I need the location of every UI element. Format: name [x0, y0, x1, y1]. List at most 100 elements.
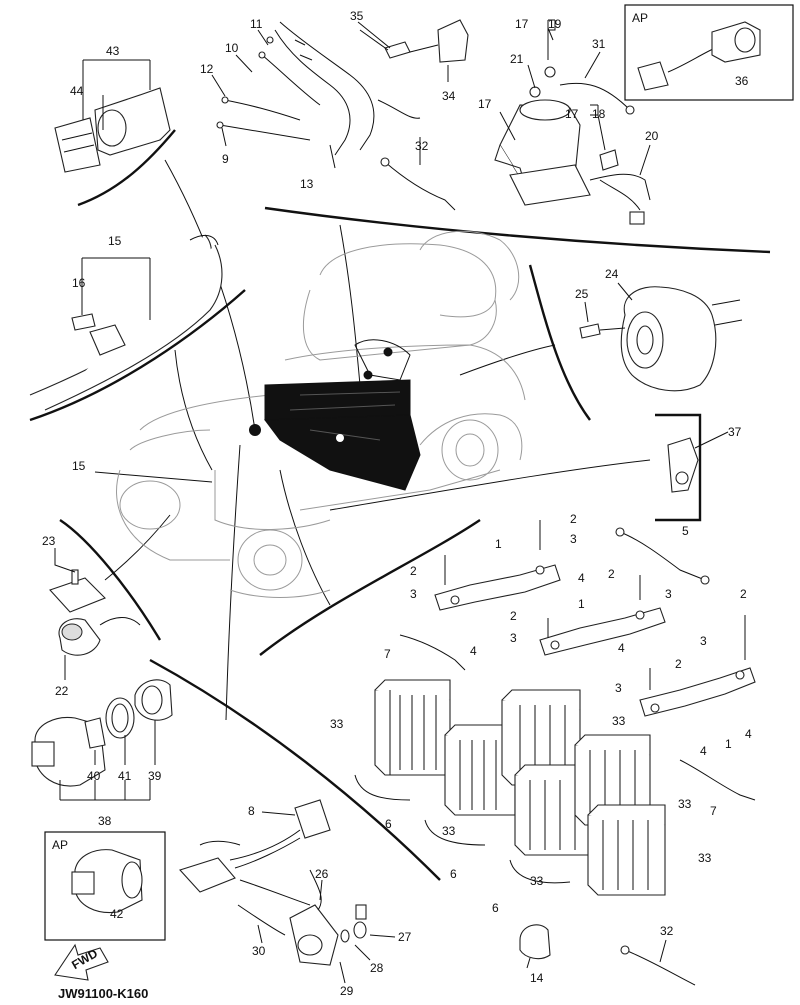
callout-41: 41: [118, 769, 132, 783]
callout-3f: 3: [615, 681, 622, 695]
callout-3c: 3: [665, 587, 672, 601]
cable-32-top: [380, 157, 456, 211]
part-38-41-switch: [31, 679, 173, 787]
callout-3d: 3: [510, 631, 517, 645]
callout-1b: 1: [578, 597, 585, 611]
callout-33c: 33: [678, 797, 692, 811]
callout-4c: 4: [618, 641, 625, 655]
callout-2e: 2: [510, 609, 517, 623]
cable-32-bottom: [620, 945, 696, 986]
callout-13: 13: [300, 177, 314, 191]
label-leaders: [54, 19, 729, 984]
callout-32-bottom: 32: [660, 924, 674, 938]
callout-38: 38: [98, 814, 112, 828]
callout-1c: 1: [725, 737, 732, 751]
callout-23: 23: [42, 534, 56, 548]
part-22-23: [49, 569, 141, 656]
callout-4d: 4: [745, 727, 752, 741]
callout-16: 16: [72, 276, 86, 290]
callout-14: 14: [530, 971, 544, 985]
callout-12: 12: [200, 62, 214, 76]
battery-brackets: [434, 520, 756, 717]
ap-box-bottom: [44, 831, 166, 941]
callout-42: 42: [110, 907, 124, 921]
part-14-clamp: [519, 924, 551, 960]
part-24-motor: [579, 286, 743, 392]
callout-21: 21: [510, 52, 524, 66]
callout-18: 18: [592, 107, 606, 121]
golf-cart-outline: [116, 230, 526, 598]
callout-7b: 7: [710, 804, 717, 818]
callout-43: 43: [106, 44, 120, 58]
callout-9: 9: [222, 152, 229, 166]
part-34-35: [359, 19, 469, 63]
callout-27: 27: [398, 930, 412, 944]
battery-1: [374, 679, 451, 776]
callout-3a: 3: [570, 532, 577, 546]
callout-17b: 17: [478, 97, 492, 111]
callout-labels: 43 44 11 10 12 9 13 35 34 32 17 19 31 21…: [42, 9, 752, 998]
callout-39: 39: [148, 769, 162, 783]
callout-4b: 4: [470, 644, 477, 658]
callout-44: 44: [70, 84, 84, 98]
battery-2: [444, 724, 516, 816]
callout-15b: 15: [72, 459, 86, 473]
ap-label-top: AP: [632, 11, 648, 25]
fwd-arrow-icon: FWD: [54, 943, 109, 981]
drawing-code: JW91100-K160: [58, 986, 148, 1001]
callout-26: 26: [315, 867, 329, 881]
callout-28: 28: [370, 961, 384, 975]
callout-34: 34: [442, 89, 456, 103]
callout-33a: 33: [330, 717, 344, 731]
part-17-solenoid: [494, 66, 651, 225]
callout-8: 8: [248, 804, 255, 818]
callout-22: 22: [55, 684, 69, 698]
callout-37: 37: [728, 425, 742, 439]
part-8-harness: [179, 799, 331, 893]
battery-6: [587, 804, 666, 896]
part-43-44-connector: [54, 87, 171, 173]
callout-40: 40: [87, 769, 101, 783]
callout-5: 5: [682, 524, 689, 538]
ap-label-bottom: AP: [52, 838, 68, 852]
callout-31: 31: [592, 37, 606, 51]
callout-33f: 33: [530, 874, 544, 888]
callout-6c: 6: [492, 901, 499, 915]
callout-2c: 2: [608, 567, 615, 581]
ap-box-top: [624, 4, 794, 101]
callout-6a: 6: [385, 817, 392, 831]
callout-11: 11: [250, 17, 263, 31]
wire-harness-13: [216, 21, 421, 156]
callout-30: 30: [252, 944, 266, 958]
part-37-clip: [667, 437, 699, 493]
callout-3e: 3: [700, 634, 707, 648]
callout-25: 25: [575, 287, 589, 301]
callout-32-top: 32: [415, 139, 429, 153]
callout-6b: 6: [450, 867, 457, 881]
callout-15a: 15: [108, 234, 122, 248]
callout-35: 35: [350, 9, 364, 23]
callout-17c: 17: [565, 107, 579, 121]
batteries: [374, 679, 666, 896]
callout-24: 24: [605, 267, 619, 281]
callout-10: 10: [225, 41, 239, 55]
battery-3: [501, 689, 581, 786]
callout-2a: 2: [570, 512, 577, 526]
callout-20: 20: [645, 129, 659, 143]
callout-17a: 17: [515, 17, 529, 31]
battery-pack-assembly: [249, 339, 421, 491]
callout-1a: 1: [495, 537, 502, 551]
callout-4e: 4: [700, 744, 707, 758]
callout-33b: 33: [612, 714, 626, 728]
battery-cables: [354, 527, 756, 884]
callout-33e: 33: [698, 851, 712, 865]
callout-7a: 7: [384, 647, 391, 661]
callout-29: 29: [340, 984, 354, 998]
callout-4a: 4: [578, 571, 585, 585]
panel-borders: [29, 129, 771, 881]
callout-36: 36: [735, 74, 749, 88]
part-15-16-panel: [29, 234, 223, 411]
callout-2d: 2: [740, 587, 747, 601]
callout-19: 19: [548, 17, 562, 31]
